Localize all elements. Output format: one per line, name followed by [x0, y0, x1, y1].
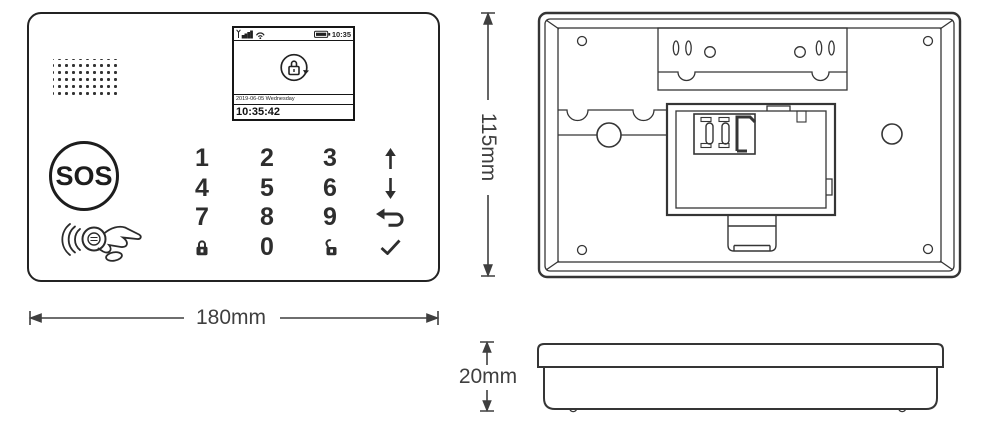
mounting-bracket	[657, 27, 848, 91]
key-9[interactable]: 9	[323, 203, 337, 232]
lock-closed-icon	[196, 240, 208, 255]
speaker-grille-icon	[53, 59, 117, 95]
cable-hole	[881, 123, 903, 145]
key-back[interactable]	[360, 203, 420, 233]
front-view: 10:35 2019-06-05 Wednesday 10:35:42	[27, 12, 440, 282]
wire-channel	[558, 109, 667, 148]
lock-open-icon	[325, 238, 336, 255]
screen-time: 10:35:42	[234, 104, 353, 119]
sos-label: SOS	[55, 160, 113, 191]
key-5[interactable]: 5	[260, 173, 274, 202]
key-2[interactable]: 2	[260, 144, 274, 173]
sim-compartment	[665, 102, 837, 252]
dim-depth-line	[480, 340, 494, 413]
sos-button[interactable]: SOS	[49, 141, 119, 211]
rfid-swipe-icon	[61, 223, 142, 262]
side-view	[537, 343, 944, 413]
screw-holes	[576, 35, 934, 256]
battery-icon	[313, 30, 331, 38]
screen-status-bar: 10:35	[234, 28, 353, 41]
dimension-lines	[28, 11, 495, 413]
status-time: 10:35	[331, 29, 351, 39]
key-4[interactable]: 4	[195, 173, 209, 202]
key-7[interactable]: 7	[195, 203, 209, 232]
bottom-clip-tab	[727, 215, 777, 252]
dim-width-label: 180mm	[192, 306, 270, 330]
dim-width-line	[28, 311, 440, 325]
dim-height-line	[481, 11, 495, 278]
corner-chamfers	[545, 19, 954, 271]
back-view	[537, 11, 962, 279]
key-down[interactable]	[360, 174, 420, 204]
armed-lock-icon	[279, 53, 309, 81]
signal-wifi-icon	[236, 29, 265, 39]
keypad: 1 2 3 4 5 6 7 8 9	[170, 144, 420, 262]
key-1[interactable]: 1	[195, 144, 209, 173]
dim-depth-label: 20mm	[455, 365, 521, 389]
up-arrow-icon	[384, 147, 396, 169]
dim-height-label: 115mm	[476, 109, 500, 185]
key-8[interactable]: 8	[260, 203, 274, 232]
feet	[569, 408, 907, 413]
key-lock[interactable]	[170, 233, 234, 263]
back-arrow-icon	[375, 208, 404, 227]
lcd-screen: 10:35 2019-06-05 Wednesday 10:35:42	[232, 26, 355, 121]
key-up[interactable]	[360, 144, 420, 174]
checkmark-icon	[380, 239, 401, 256]
key-confirm[interactable]	[360, 233, 420, 263]
key-6[interactable]: 6	[323, 173, 337, 202]
key-unlock[interactable]	[300, 233, 360, 263]
screen-main-area	[234, 41, 353, 94]
down-arrow-icon	[384, 178, 396, 200]
key-3[interactable]: 3	[323, 144, 337, 173]
screen-date: 2019-06-05 Wednesday	[234, 94, 353, 104]
sim-slot-icon	[693, 113, 757, 155]
key-0[interactable]: 0	[260, 232, 274, 261]
